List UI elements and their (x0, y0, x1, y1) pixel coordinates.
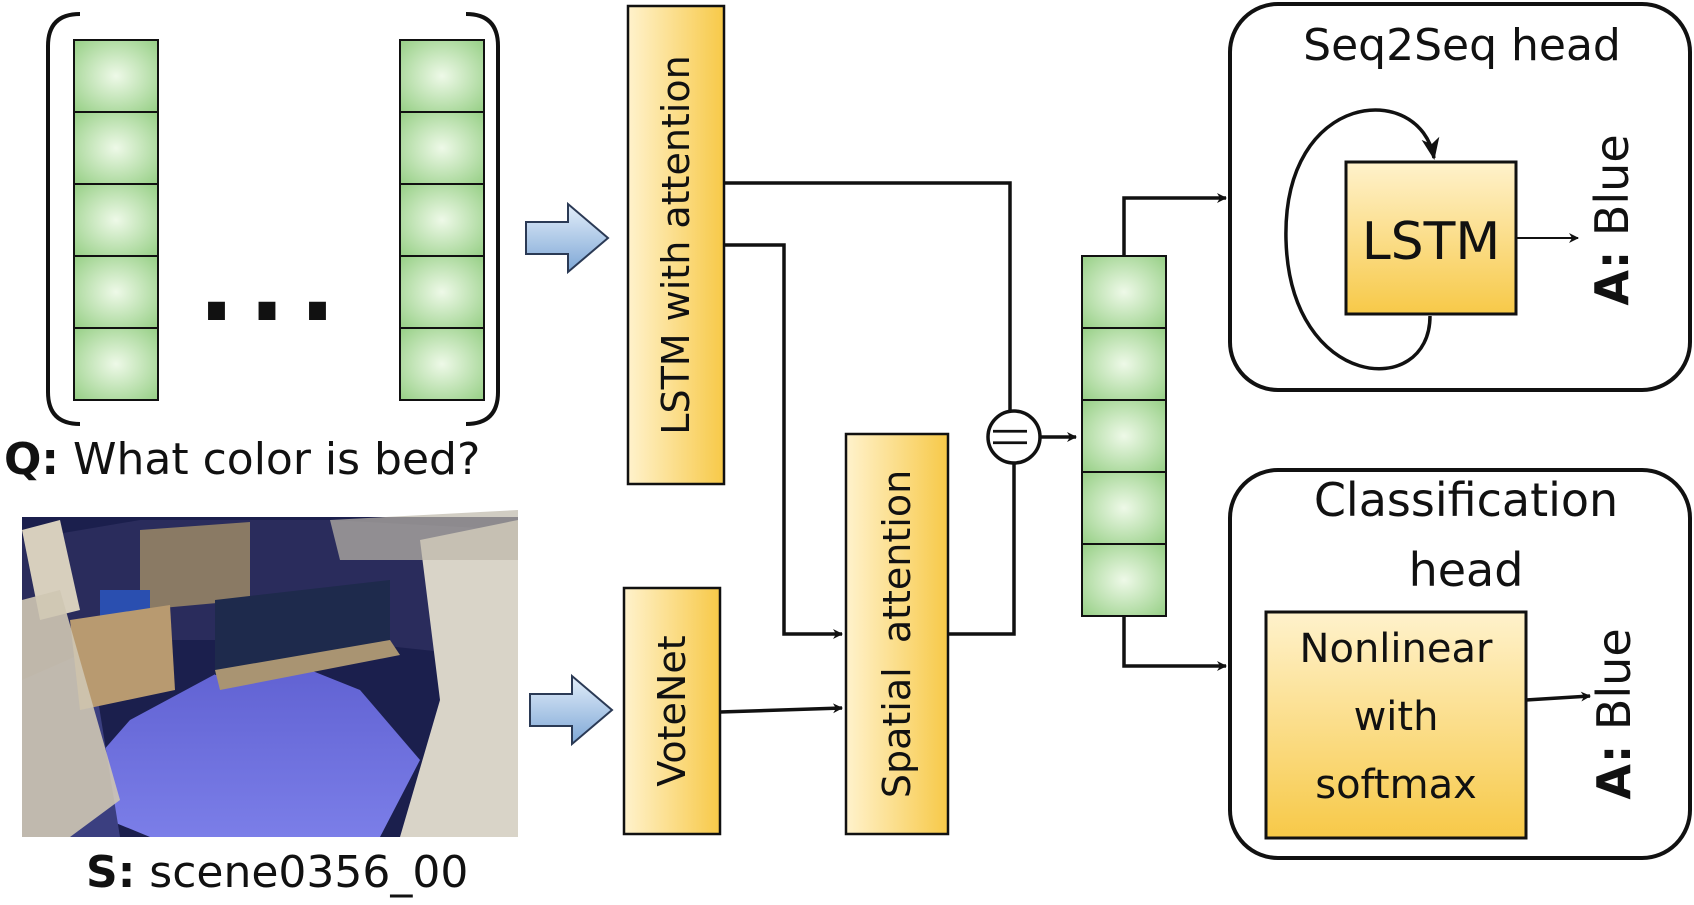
scene-image (22, 510, 518, 837)
classification-title-line1: Classification (1314, 473, 1618, 527)
classification-answer-prefix: A: (1587, 745, 1641, 800)
fused-feature-cell (1081, 327, 1167, 401)
seq2seq-answer-text: Blue (1585, 134, 1639, 250)
embedding-column-left (73, 39, 159, 401)
embedding-right-cell (399, 111, 485, 185)
question-caption: Q: What color is bed? (4, 434, 480, 485)
question-embedding-matrix: ... (46, 12, 500, 426)
scene-prefix: S: (86, 847, 135, 898)
recurrent-loop (1284, 108, 1440, 371)
embedding-column-right (399, 39, 485, 401)
question-text: What color is bed? (59, 434, 480, 485)
spatial-to-concat-line (948, 462, 1016, 636)
embedding-left-cell (73, 255, 159, 329)
fused-feature-cell (1081, 399, 1167, 473)
left-bracket (46, 12, 81, 426)
concat-symbol: || (992, 426, 1032, 449)
embedding-left-cell (73, 183, 159, 257)
seq2seq-answer-prefix: A: (1585, 251, 1639, 306)
seq2seq-lstm-label: LSTM (1362, 212, 1501, 272)
seq2seq-head: Seq2Seq head LSTM A: Blue (1228, 2, 1692, 392)
votenet-to-spatial-arrow (719, 703, 843, 714)
right-bracket (465, 12, 500, 426)
classification-head: Classification head Nonlinear with softm… (1228, 468, 1692, 860)
classifier-box-line2: with (1354, 694, 1439, 740)
lstm-attention-label: LSTM with attention (654, 55, 698, 434)
spatial-attention-block: Spatial attention (844, 432, 950, 836)
feature-to-seq2seq-arrow (1122, 193, 1227, 256)
classifier-box-line1: Nonlinear (1300, 626, 1493, 672)
ellipsis: ... (198, 231, 349, 343)
scene-caption: S: scene0356_00 (86, 847, 468, 898)
fused-feature-cell (1081, 543, 1167, 617)
fused-feature-cell (1081, 471, 1167, 545)
embedding-left-cell (73, 111, 159, 185)
seq2seq-title: Seq2Seq head (1303, 20, 1621, 71)
fused-feature-column (1081, 255, 1167, 617)
lstm-to-spatial-arrow (724, 243, 843, 639)
classification-title-line2: head (1409, 543, 1524, 597)
embedding-right-cell (399, 327, 485, 401)
question-prefix: Q: (4, 434, 59, 485)
scene-text: scene0356_00 (135, 847, 468, 898)
classification-output-arrow (1525, 691, 1591, 702)
seq2seq-answer: A: Blue (1585, 134, 1639, 305)
question-to-lstm-arrow (525, 201, 610, 275)
embedding-right-cell (399, 183, 485, 257)
classification-answer: A: Blue (1587, 628, 1641, 799)
connectors (719, 181, 1227, 714)
fused-feature-cell (1081, 255, 1167, 329)
embedding-left-cell (73, 327, 159, 401)
embedding-left-cell (73, 39, 159, 113)
classifier-box-line3: softmax (1315, 762, 1477, 808)
votenet-block: VoteNet (622, 586, 722, 836)
embedding-right-cell (399, 39, 485, 113)
classification-answer-text: Blue (1587, 628, 1641, 744)
spatial-attention-label: Spatial attention (875, 470, 919, 798)
lstm-to-concat-line (724, 181, 1012, 412)
embedding-right-cell (399, 255, 485, 329)
lstm-attention-block: LSTM with attention (626, 4, 726, 486)
scene-to-votenet-arrow (529, 673, 614, 747)
votenet-label: VoteNet (650, 635, 694, 786)
feature-to-classification-arrow (1122, 616, 1227, 671)
concat-node: || (986, 409, 1042, 465)
